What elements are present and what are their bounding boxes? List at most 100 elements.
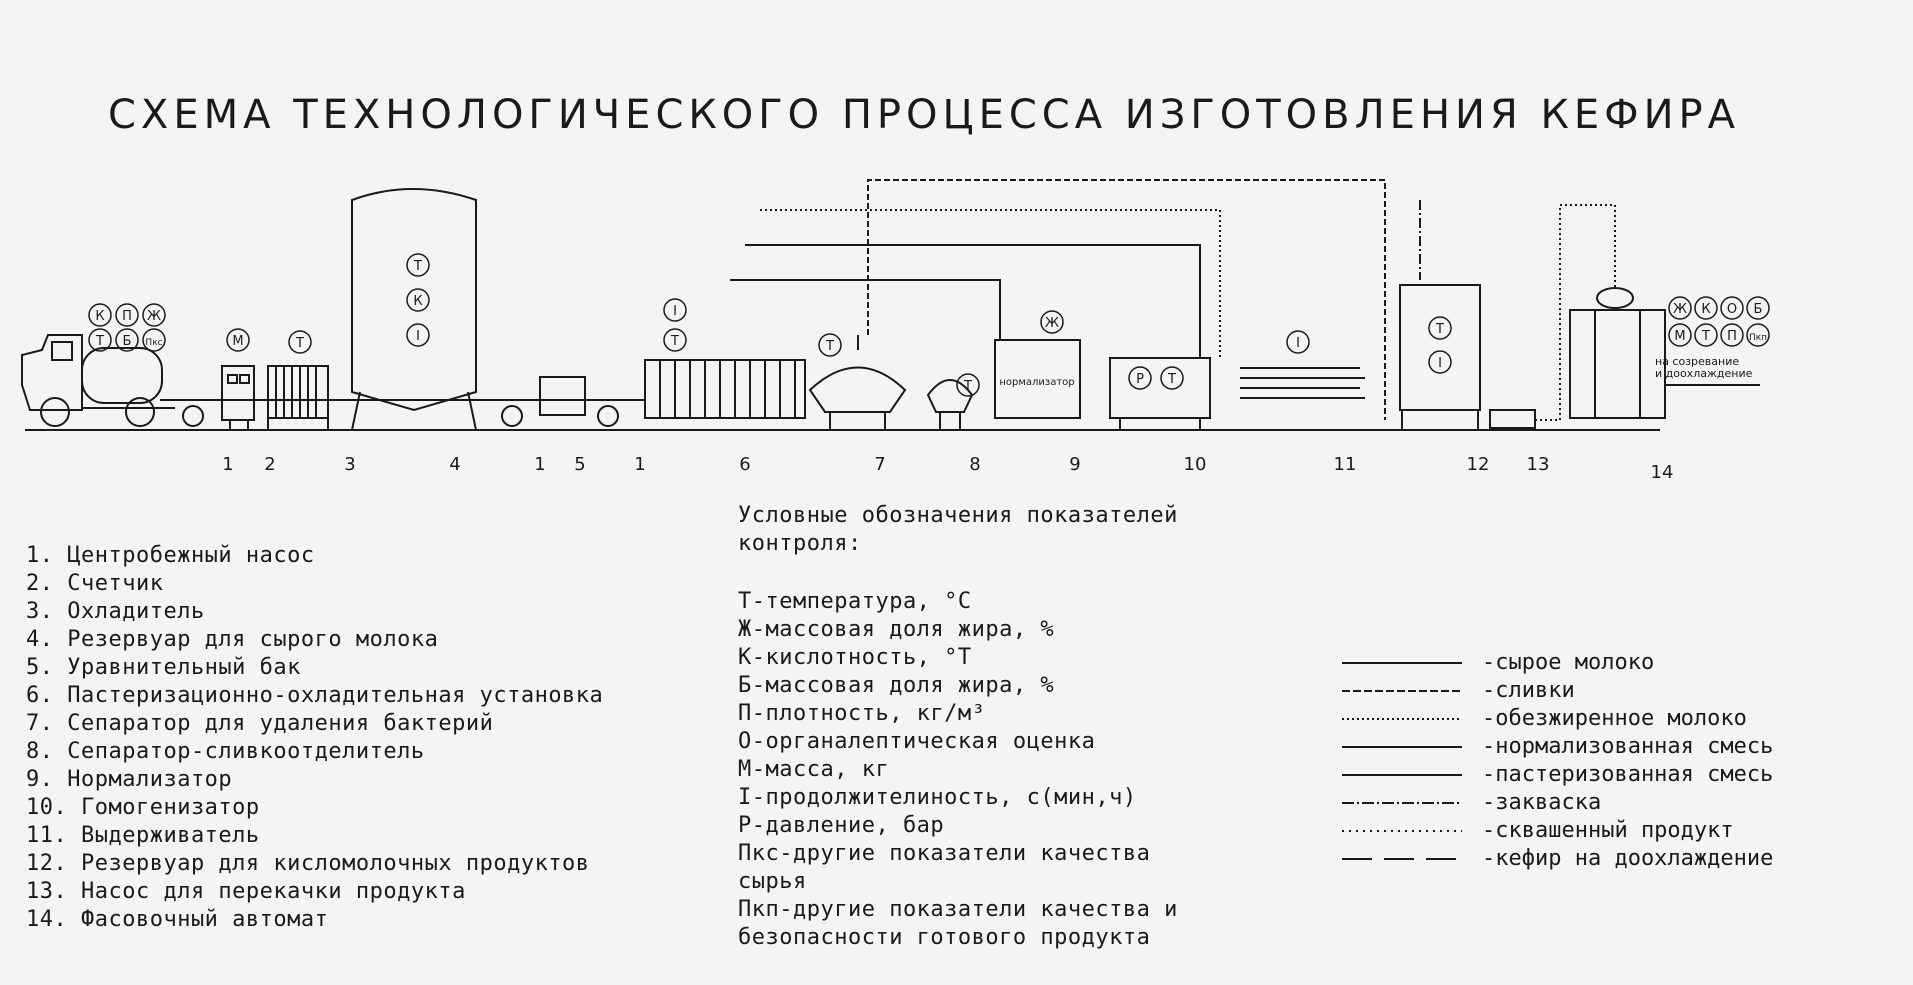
indicator-item: Пкс-другие показатели качества	[738, 841, 1151, 866]
ind-fill-0: Ж	[1673, 302, 1687, 317]
line-legend-label: -кефир на доохлаждение	[1482, 846, 1774, 871]
filling-machine	[1569, 287, 1666, 419]
diagram-title: СХЕМА ТЕХНОЛОГИЧЕСКОГО ПРОЦЕССА ИЗГОТОВЛ…	[108, 92, 1740, 138]
equip-item: 8. Сепаратор-сливкоотделитель	[26, 739, 425, 764]
pipe-soured	[1535, 204, 1616, 421]
fermentation-tank	[1399, 284, 1481, 430]
ind-ferm-1: I	[1438, 356, 1442, 371]
num-9: 9	[1069, 454, 1080, 475]
equip-item: 13. Насос для перекачки продукта	[26, 879, 466, 904]
output-label-1: на созревание	[1655, 355, 1739, 368]
line-legend-label: -сливки	[1482, 678, 1575, 703]
normalizer-label: нормализатор	[999, 377, 1074, 388]
indicator-item: Ж-массовая доля жира, %	[738, 617, 1055, 642]
equip-item: 7. Сепаратор для удаления бактерий	[26, 711, 494, 736]
ind-sep8-0: Т	[963, 379, 972, 394]
indicator-item: Р-давление, бар	[738, 813, 945, 838]
num-1c: 1	[634, 454, 645, 475]
line-legend-label: -сквашенный продукт	[1482, 818, 1734, 843]
num-1b: 1	[534, 454, 545, 475]
num-5: 5	[574, 454, 585, 475]
ind-counter-0: М	[232, 334, 243, 349]
indicator-item: П-плотность, кг/м³	[738, 701, 986, 726]
transfer-pump	[1489, 409, 1536, 429]
indicators-header-1: Условные обозначения показателей	[738, 503, 1178, 528]
num-12: 12	[1467, 454, 1490, 475]
line-legend-label: -нормализованная смесь	[1482, 734, 1774, 759]
ind-truck-4: Б	[123, 334, 132, 349]
num-11: 11	[1334, 454, 1357, 475]
ind-fill-4: М	[1674, 329, 1685, 344]
num-3: 3	[344, 454, 355, 475]
normalizer	[994, 339, 1081, 419]
indicator-item: М-масса, кг	[738, 757, 890, 782]
pump-1b	[501, 405, 523, 427]
ind-sep7-0: Т	[825, 339, 834, 354]
ind-holder-0: I	[1296, 336, 1300, 351]
bacteria-separator	[808, 335, 907, 430]
equip-item: 14. Фасовочный автомат	[26, 907, 329, 932]
pump-1a	[182, 405, 204, 427]
equip-item: 11. Выдерживатель	[26, 823, 260, 848]
line-legend-label: -закваска	[1482, 790, 1602, 815]
indicator-item: I-продолжителиность, с(мин,ч)	[738, 785, 1137, 810]
holding-tube	[1240, 367, 1365, 399]
ind-truck-1: П	[122, 309, 132, 324]
cooler	[267, 365, 329, 430]
pipe-cream	[867, 179, 1386, 420]
ind-tank-0: Т	[413, 259, 422, 274]
indicator-item: О-органалептическая оценка	[738, 729, 1096, 754]
counter	[221, 365, 255, 430]
num-7: 7	[874, 454, 885, 475]
ind-fill-6: П	[1727, 329, 1737, 344]
homogenizer	[1109, 357, 1211, 430]
ind-homog-0: Р	[1136, 372, 1144, 387]
indicator-item: Пкп-другие показатели качества и	[738, 897, 1178, 922]
pipe-past	[730, 279, 1001, 340]
output-label-2: и доохлаждение	[1655, 367, 1753, 380]
num-10: 10	[1184, 454, 1207, 475]
ind-homog-1: Т	[1167, 372, 1176, 387]
pasteurizer	[644, 359, 806, 419]
ind-fill-5: Т	[1701, 329, 1710, 344]
equip-item: 9. Нормализатор	[26, 767, 233, 792]
num-6: 6	[739, 454, 750, 475]
pipe-skim	[760, 209, 1221, 358]
indicator-item: Б-массовая доля жира, %	[738, 673, 1055, 698]
pipe-normal	[745, 244, 1201, 358]
equip-item: 12. Резервуар для кисломолочных продукто…	[26, 851, 590, 876]
equip-item: 4. Резервуар для сырого молока	[26, 627, 439, 652]
ind-fill-3: Б	[1754, 302, 1763, 317]
ind-truck-0: К	[95, 309, 104, 324]
num-13: 13	[1527, 454, 1550, 475]
ind-truck-5: Пкс	[145, 338, 162, 348]
num-8: 8	[969, 454, 980, 475]
equip-item: 10. Гомогенизатор	[26, 795, 260, 820]
ind-truck-3: Т	[95, 334, 104, 349]
ind-fill-1: К	[1701, 302, 1710, 317]
equip-item: 3. Охладитель	[26, 599, 205, 624]
num-2: 2	[264, 454, 275, 475]
ind-norm-0: Ж	[1045, 316, 1059, 331]
pump-1c	[597, 405, 619, 427]
balance-tank	[539, 376, 586, 416]
raw-milk-tank	[351, 188, 477, 431]
indicator-item: Т-температура, °С	[738, 589, 972, 614]
line-legend-label: -обезжиренное молоко	[1482, 706, 1747, 731]
equip-item: 5. Уравнительный бак	[26, 655, 301, 680]
ind-tank-1: К	[413, 294, 422, 309]
ind-ferm-0: Т	[1435, 322, 1444, 337]
equip-item: 6. Пастеризационно-охладительная установ…	[26, 683, 604, 708]
ind-tank-2: I	[416, 329, 420, 344]
equip-item: 1. Центробежный насос	[26, 543, 315, 568]
ind-past-0: I	[673, 304, 677, 319]
indicator-item: К-кислотность, °Т	[738, 645, 972, 670]
indicators-header-2: контроля:	[738, 531, 862, 556]
ind-cooler-0: Т	[295, 336, 304, 351]
num-14: 14	[1651, 462, 1674, 483]
ind-truck-2: Ж	[147, 309, 161, 324]
ind-past-1: Т	[670, 334, 679, 349]
num-4: 4	[449, 454, 460, 475]
line-legend-label: -сырое молоко	[1482, 650, 1655, 675]
